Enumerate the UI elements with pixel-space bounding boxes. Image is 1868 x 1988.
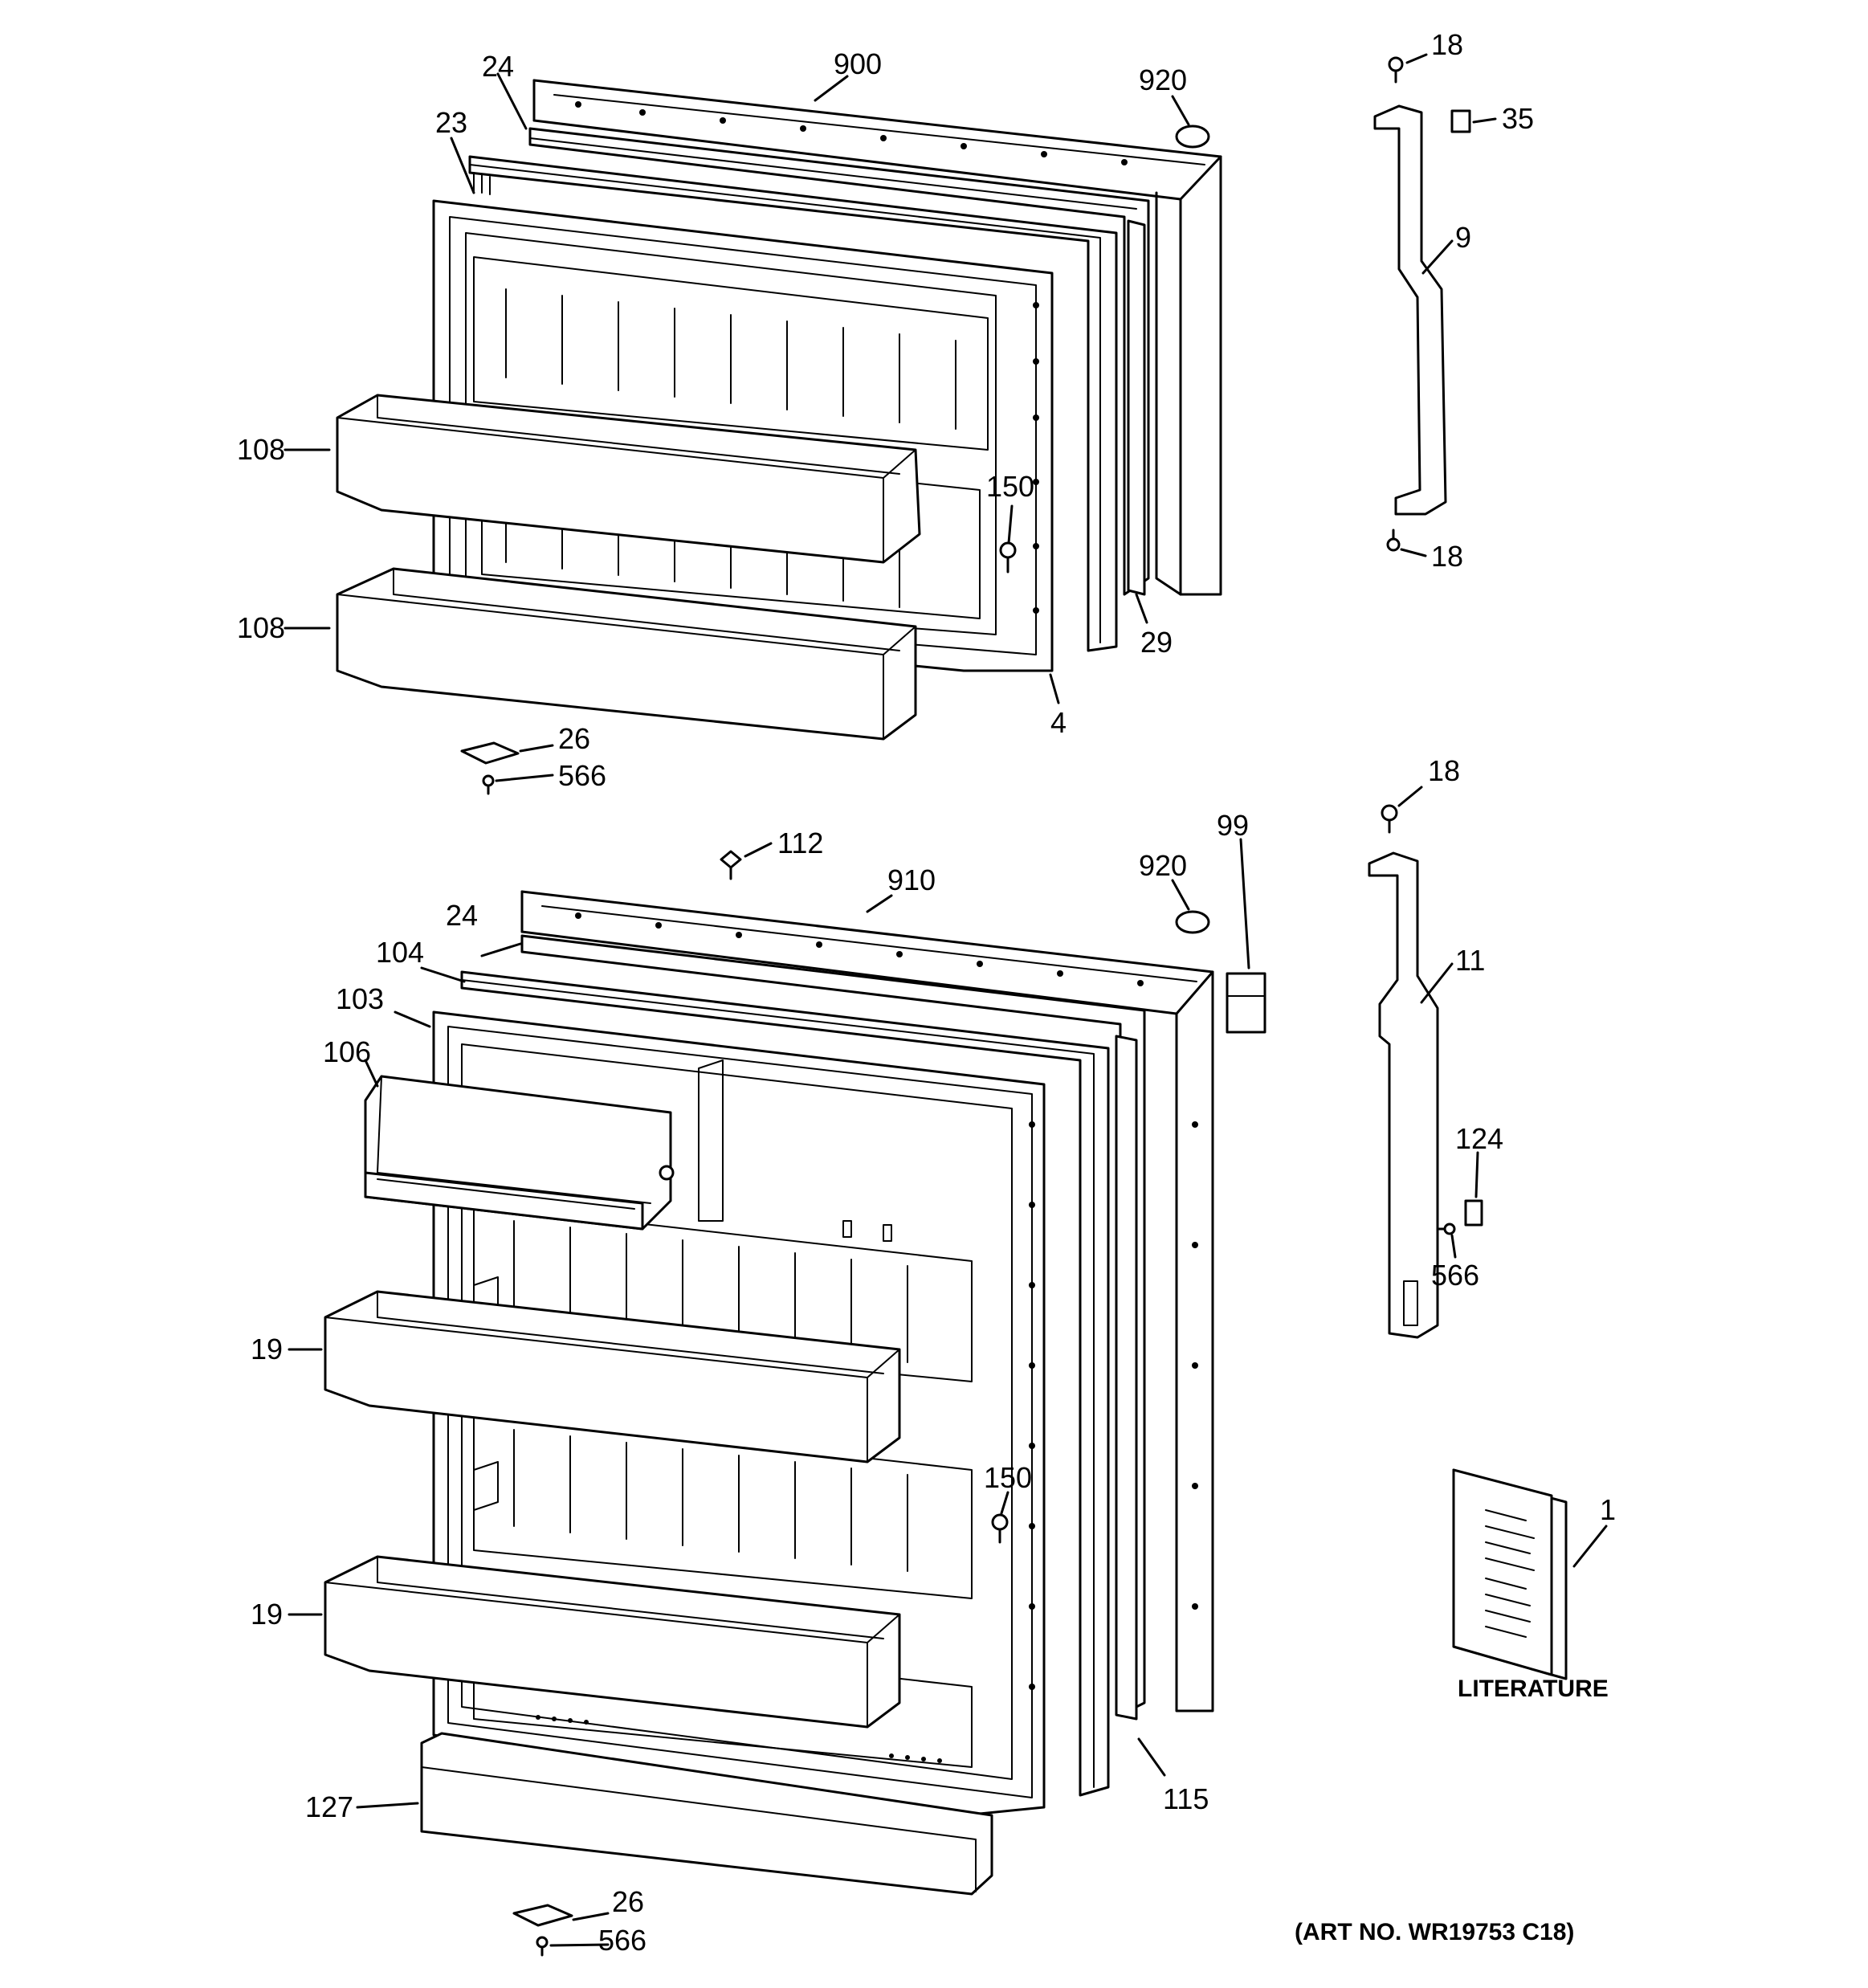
screw-566-handle xyxy=(1436,1223,1456,1235)
callout-top-26: 26 xyxy=(558,722,590,755)
callout-top-108a: 108 xyxy=(237,433,285,466)
callout-bot-106: 106 xyxy=(323,1035,371,1068)
callout-bot-566a: 566 xyxy=(1431,1259,1479,1292)
freezer-outer-door-900 xyxy=(532,79,1222,596)
fresh-food-shelf-bin-19-lower xyxy=(324,1555,901,1729)
callout-bot-566b: 566 xyxy=(598,1924,646,1957)
clip-124 xyxy=(1464,1199,1483,1227)
leader-lines xyxy=(283,53,1608,1947)
breaker-strip-115 xyxy=(1115,1035,1138,1721)
callout-top-29: 29 xyxy=(1140,626,1173,659)
callout-labels: 18 35 9 18 900 24 23 920 108 108 150 29 … xyxy=(237,28,1616,1957)
fresh-food-gasket-104 xyxy=(460,970,1110,1797)
callout-bot-124: 124 xyxy=(1455,1122,1503,1155)
callout-bot-104: 104 xyxy=(376,936,424,969)
callout-bot-103: 103 xyxy=(336,982,384,1015)
screw-18-top-b xyxy=(1386,529,1401,552)
plug-button-920-bottom xyxy=(1175,910,1210,934)
callout-bot-127: 127 xyxy=(305,1790,353,1823)
hinge-plate-26-bottom xyxy=(512,1904,573,1927)
callout-top-35: 35 xyxy=(1502,102,1534,135)
callout-top-900: 900 xyxy=(834,47,882,80)
callout-bot-150: 150 xyxy=(984,1461,1032,1494)
plug-button-920 xyxy=(1175,125,1210,149)
screw-566-bottom xyxy=(536,1936,549,1957)
art-number: (ART NO. WR19753 C18) xyxy=(1295,1919,1574,1945)
callout-bot-910: 910 xyxy=(887,863,936,896)
screw-112 xyxy=(720,850,742,880)
fresh-food-shelf-bin-19-upper xyxy=(324,1290,901,1463)
callout-bot-26: 26 xyxy=(612,1885,644,1918)
screw-150-bottom xyxy=(991,1513,1009,1544)
breaker-strip-29 xyxy=(1127,219,1146,596)
freezer-shelf-bin-108-lower xyxy=(336,567,917,741)
screw-18-bottom xyxy=(1381,804,1398,834)
callout-bot-112: 112 xyxy=(777,827,823,859)
callout-top-108b: 108 xyxy=(237,611,285,644)
freezer-handle-9 xyxy=(1373,104,1447,516)
bottom-bin-127 xyxy=(420,1732,993,1896)
callout-bot-920: 920 xyxy=(1139,849,1187,882)
callout-bot-99: 99 xyxy=(1217,809,1249,842)
screw-566-top xyxy=(482,774,495,795)
screw-18-top-a xyxy=(1388,56,1404,84)
door-stop-99 xyxy=(1226,972,1266,1034)
callout-top-18b: 18 xyxy=(1431,540,1463,573)
freezer-door-assembly xyxy=(336,79,1222,795)
hinge-plate-26-top xyxy=(460,741,520,765)
fresh-food-door-assembly xyxy=(324,850,1266,1957)
callout-top-24: 24 xyxy=(482,50,514,83)
callout-bot-115: 115 xyxy=(1163,1782,1209,1815)
callout-top-9: 9 xyxy=(1455,221,1471,254)
freezer-gasket-24 xyxy=(528,127,1150,596)
endcap-35 xyxy=(1450,109,1471,133)
freezer-shelf-bin-108-upper xyxy=(336,394,921,564)
literature-label: LITERATURE xyxy=(1458,1676,1609,1702)
callout-bot-1: 1 xyxy=(1600,1493,1616,1526)
literature-booklet-1 xyxy=(1452,1468,1568,1680)
dairy-compartment-106 xyxy=(364,1075,675,1231)
callout-top-18a: 18 xyxy=(1431,28,1463,61)
callout-bot-19b: 19 xyxy=(251,1598,283,1631)
callout-top-566: 566 xyxy=(558,759,606,792)
callout-bot-19a: 19 xyxy=(251,1333,283,1365)
fresh-food-handle-11 xyxy=(1368,851,1439,1339)
callout-top-150: 150 xyxy=(986,470,1034,503)
callout-top-920: 920 xyxy=(1139,63,1187,96)
fresh-food-outer-door-910 xyxy=(520,890,1214,1712)
freezer-gasket-23 xyxy=(468,155,1118,652)
callout-bot-24: 24 xyxy=(446,899,478,932)
callout-top-23: 23 xyxy=(435,106,467,139)
callout-bot-11: 11 xyxy=(1455,944,1485,977)
callout-bot-18: 18 xyxy=(1428,754,1460,787)
callout-top-4: 4 xyxy=(1050,706,1067,739)
